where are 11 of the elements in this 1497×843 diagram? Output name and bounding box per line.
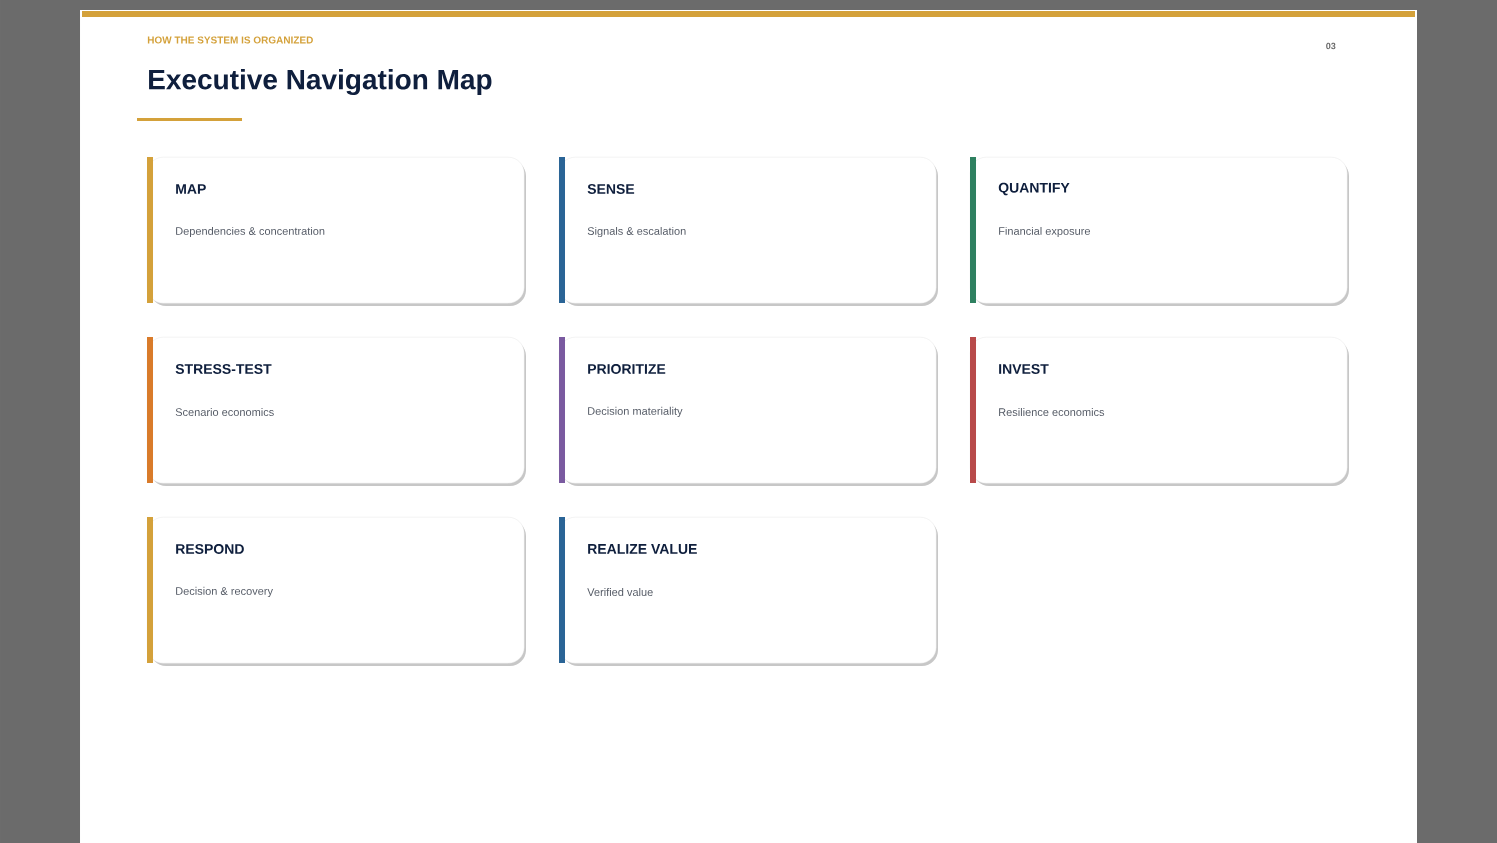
card: MAP Dependencies & concentration (147, 157, 526, 306)
card: STRESS-TEST Scenario economics (147, 337, 526, 486)
card: REALIZE VALUE Verified value (559, 517, 938, 666)
slide-title: Executive Navigation Map (149, 68, 492, 96)
card: RESPOND Decision & recovery (147, 517, 526, 666)
card: QUANTIFY Financial exposure (970, 157, 1349, 306)
section-label: HOW THE SYSTEM IS ORGANIZED (147, 36, 313, 44)
card: SENSE Signals & escalation (559, 157, 938, 306)
page-number: 03 (1326, 42, 1336, 50)
card: INVEST Resilience economics (970, 337, 1349, 486)
card: PRIORITIZE Decision materiality (559, 337, 938, 486)
